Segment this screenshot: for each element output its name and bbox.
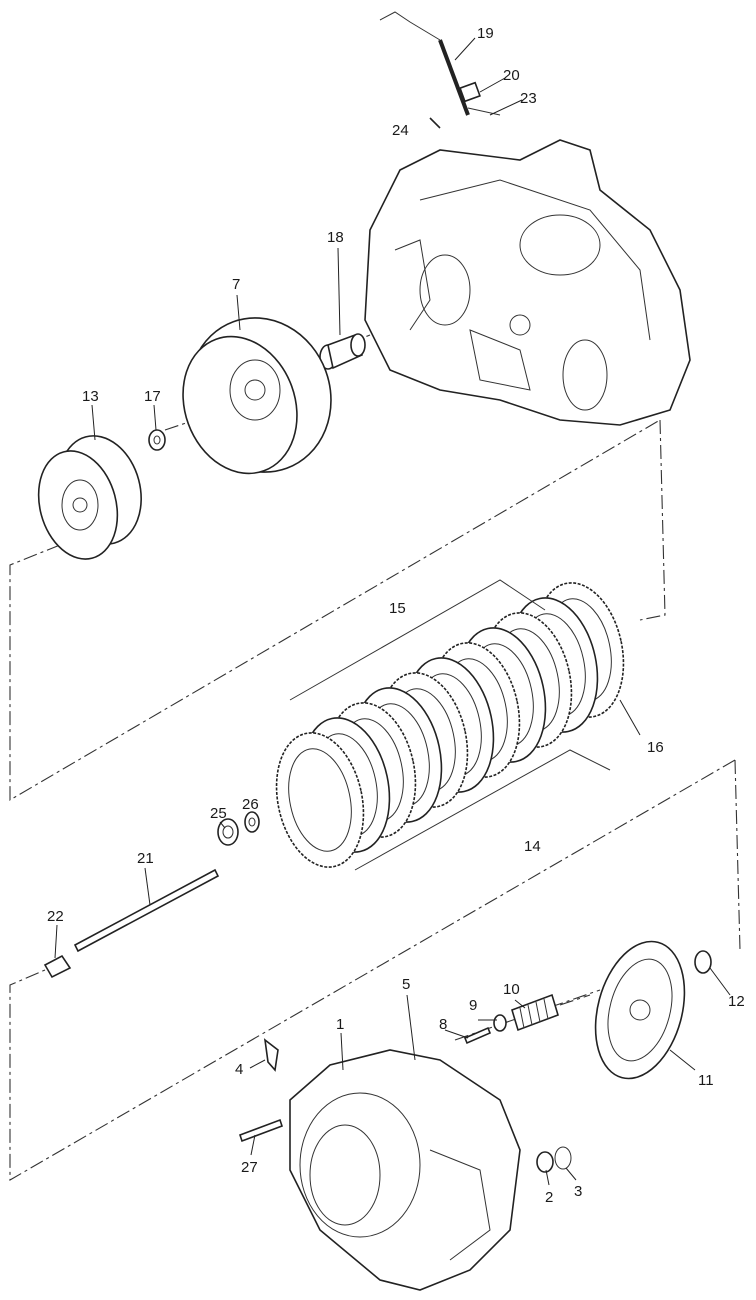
clutch-basket-part-7	[182, 317, 332, 475]
leader-lines	[54, 37, 731, 1186]
label-27: 27	[241, 1159, 258, 1176]
label-13: 13	[82, 388, 99, 405]
plate-bracket-lines	[289, 579, 611, 871]
label-7: 7	[232, 276, 240, 293]
shift-shaft	[379, 11, 501, 129]
clutch-cover-part-5	[238, 1038, 572, 1291]
label-2: 2	[545, 1189, 553, 1206]
label-1: 1	[336, 1016, 344, 1033]
label-8: 8	[439, 1016, 447, 1033]
label-25: 25	[210, 805, 227, 822]
label-19: 19	[477, 25, 494, 42]
label-3: 3	[574, 1183, 582, 1200]
label-20: 20	[503, 67, 520, 84]
label-10: 10	[503, 981, 520, 998]
pressure-plate-part-11	[594, 940, 712, 1080]
sleeve-part-18	[319, 333, 366, 370]
label-24: 24	[392, 122, 409, 139]
clutch-plates-stack	[275, 582, 625, 868]
label-18: 18	[327, 229, 344, 246]
label-23: 23	[520, 90, 537, 107]
pushrod-assembly	[43, 811, 260, 979]
friction-plate	[275, 732, 365, 868]
plate-inner-ring	[288, 748, 352, 852]
label-26: 26	[242, 796, 259, 813]
washer-part-17	[148, 429, 166, 451]
label-4: 4	[235, 1061, 243, 1078]
label-16: 16	[647, 739, 664, 756]
clutch-hub-part-13	[37, 435, 142, 560]
spring-bolt-assembly	[463, 993, 559, 1045]
label-21: 21	[137, 850, 154, 867]
crankcase	[364, 139, 691, 426]
label-12: 12	[728, 993, 745, 1010]
label-22: 22	[47, 908, 64, 925]
label-14: 14	[524, 838, 541, 855]
label-15: 15	[389, 600, 406, 617]
label-17: 17	[144, 388, 161, 405]
label-9: 9	[469, 997, 477, 1014]
label-11: 11	[698, 1072, 714, 1089]
part-number-labels: 19 20 23 24 18 7 13 17 15 16 14 25 26 21…	[47, 25, 745, 1206]
label-5: 5	[402, 976, 410, 993]
